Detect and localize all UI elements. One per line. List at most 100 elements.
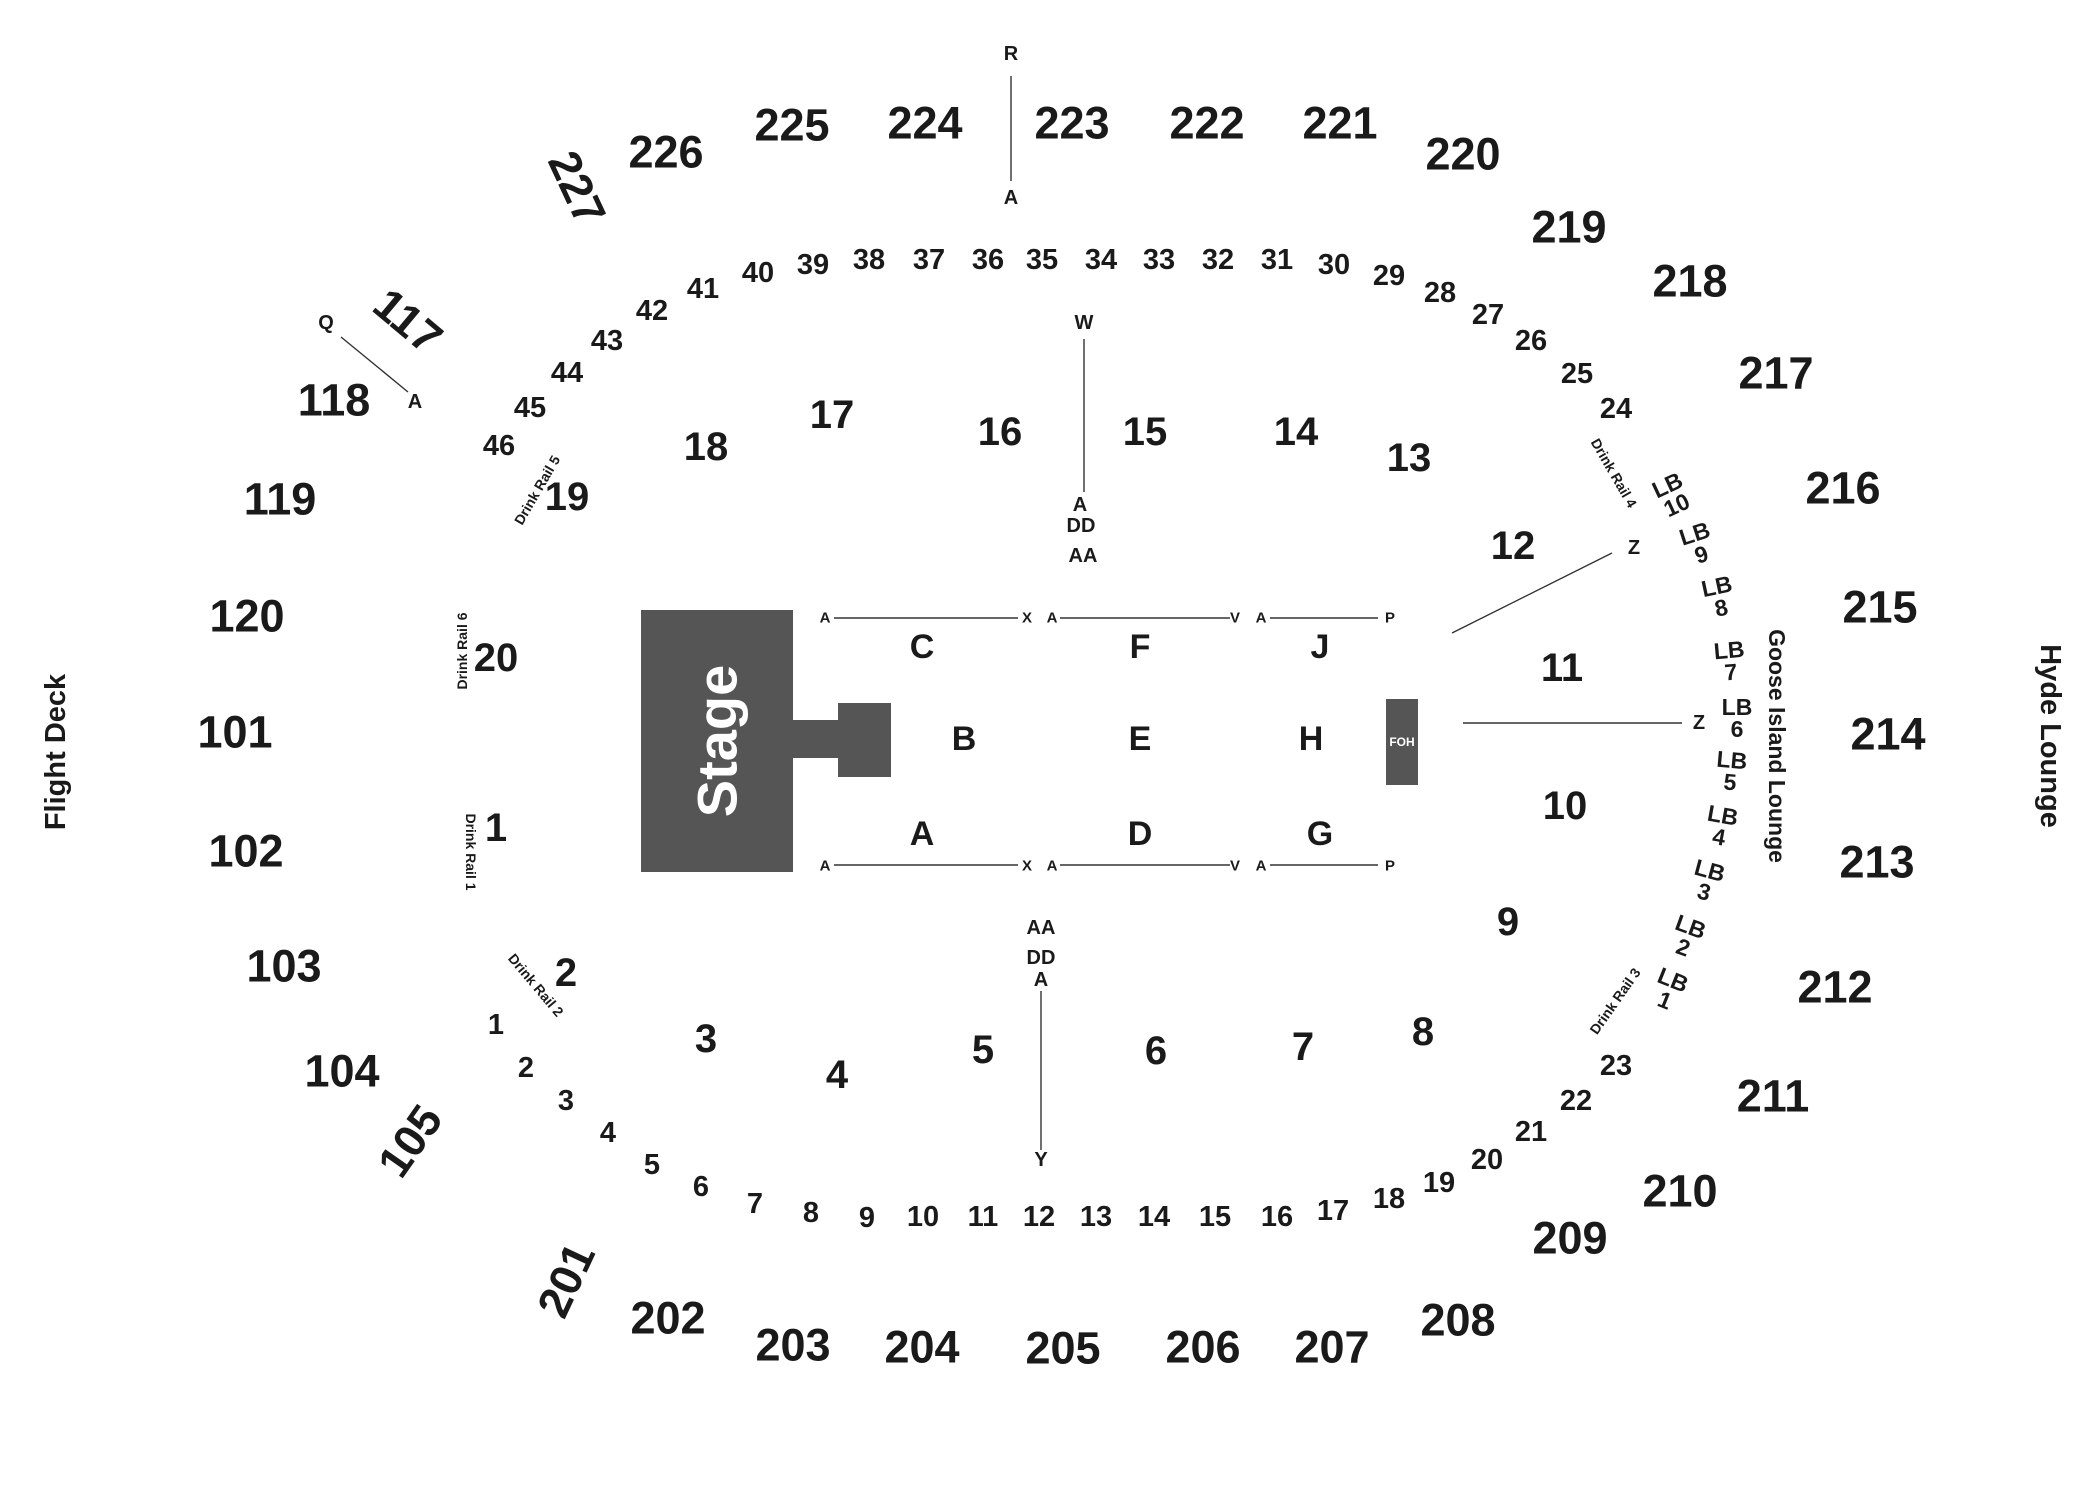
lounge-box[interactable]: LB8: [1699, 570, 1739, 623]
bowl-section[interactable]: 16: [1261, 1201, 1293, 1233]
floor-section[interactable]: 15: [1123, 410, 1168, 454]
section-upper[interactable]: 224: [887, 98, 962, 149]
bowl-section[interactable]: 7: [747, 1188, 763, 1220]
floor-center-section[interactable]: H: [1299, 720, 1324, 758]
floor-section[interactable]: 12: [1491, 524, 1536, 568]
floor-section[interactable]: 19: [545, 475, 590, 519]
floor-section[interactable]: 5: [972, 1028, 994, 1072]
flight-deck-label[interactable]: Flight Deck: [40, 673, 72, 830]
floor-section[interactable]: 16: [978, 410, 1023, 454]
bowl-section[interactable]: 41: [687, 273, 719, 305]
bowl-section[interactable]: 46: [483, 430, 515, 462]
section-upper[interactable]: 222: [1169, 98, 1244, 149]
floor-section[interactable]: 13: [1387, 436, 1432, 480]
bowl-section[interactable]: 37: [913, 244, 945, 276]
bowl-section[interactable]: 39: [797, 249, 829, 281]
bowl-section[interactable]: 35: [1026, 244, 1058, 276]
section-upper[interactable]: 219: [1531, 202, 1606, 253]
floor-section[interactable]: 17: [810, 393, 855, 437]
bowl-section[interactable]: 21: [1515, 1116, 1547, 1148]
section-upper[interactable]: 203: [755, 1320, 830, 1371]
floor-center-section[interactable]: D: [1128, 815, 1153, 853]
section-upper[interactable]: 213: [1839, 837, 1914, 888]
bowl-section[interactable]: 6: [693, 1171, 709, 1203]
bowl-section[interactable]: 11: [968, 1201, 999, 1233]
section-upper[interactable]: 204: [884, 1322, 959, 1373]
bowl-section[interactable]: 15: [1199, 1201, 1231, 1233]
section-lower[interactable]: 120: [209, 591, 284, 642]
bowl-section[interactable]: 12: [1023, 1201, 1055, 1233]
bowl-section[interactable]: 20: [1471, 1144, 1503, 1176]
drink-rail[interactable]: Drink Rail 1: [463, 813, 479, 890]
bowl-section[interactable]: 43: [591, 325, 623, 357]
section-lower[interactable]: 119: [244, 474, 317, 525]
section-upper[interactable]: 218: [1652, 256, 1727, 307]
bowl-section[interactable]: 24: [1600, 393, 1632, 425]
section-lower[interactable]: 118: [298, 375, 371, 426]
section-upper[interactable]: 215: [1842, 582, 1917, 633]
bowl-section[interactable]: 4: [600, 1117, 616, 1149]
floor-section[interactable]: 8: [1412, 1010, 1434, 1054]
section-upper[interactable]: 220: [1425, 129, 1500, 180]
floor-section[interactable]: 9: [1497, 900, 1519, 944]
bowl-section[interactable]: 27: [1472, 299, 1504, 331]
section-upper[interactable]: 227: [538, 143, 616, 233]
section-upper[interactable]: 202: [630, 1293, 705, 1344]
section-upper[interactable]: 217: [1738, 348, 1813, 399]
lounge-box[interactable]: LB1: [1646, 962, 1692, 1018]
floor-section[interactable]: 3: [695, 1017, 717, 1061]
bowl-section[interactable]: 29: [1373, 260, 1405, 292]
section-lower[interactable]: 105: [368, 1096, 453, 1187]
floor-center-section[interactable]: J: [1311, 628, 1330, 666]
floor-section[interactable]: 11: [1541, 646, 1583, 690]
section-upper[interactable]: 226: [628, 127, 703, 178]
floor-section[interactable]: 4: [826, 1053, 849, 1097]
floor-center-section[interactable]: B: [952, 720, 977, 758]
section-upper[interactable]: 208: [1420, 1295, 1495, 1346]
lounge-box[interactable]: LB5: [1714, 746, 1749, 796]
bowl-section[interactable]: 44: [551, 357, 583, 389]
section-lower[interactable]: 117: [364, 278, 452, 364]
bowl-section[interactable]: 17: [1317, 1195, 1349, 1227]
bowl-section[interactable]: 18: [1373, 1183, 1405, 1215]
goose-island-lounge-label[interactable]: Goose Island Lounge: [1764, 629, 1790, 863]
lounge-box[interactable]: LB7: [1713, 636, 1748, 686]
floor-center-section[interactable]: F: [1130, 628, 1151, 666]
bowl-section[interactable]: 19: [1423, 1167, 1455, 1199]
bowl-section[interactable]: 30: [1318, 249, 1350, 281]
bowl-section[interactable]: 40: [742, 257, 774, 289]
bowl-section[interactable]: 14: [1138, 1201, 1170, 1233]
bowl-section[interactable]: 34: [1085, 244, 1117, 276]
section-upper[interactable]: 210: [1642, 1166, 1717, 1217]
bowl-section[interactable]: 8: [803, 1197, 819, 1229]
section-upper[interactable]: 209: [1532, 1213, 1607, 1264]
section-lower[interactable]: 103: [246, 941, 321, 992]
bowl-section[interactable]: 22: [1560, 1085, 1592, 1117]
lounge-box[interactable]: LB10: [1648, 467, 1696, 523]
section-upper[interactable]: 211: [1737, 1071, 1810, 1122]
drink-rail[interactable]: Drink Rail 6: [454, 612, 470, 689]
bowl-section[interactable]: 33: [1143, 244, 1175, 276]
bowl-section[interactable]: 26: [1515, 325, 1547, 357]
section-upper[interactable]: 201: [527, 1235, 605, 1325]
section-upper[interactable]: 207: [1294, 1322, 1369, 1373]
floor-section[interactable]: 18: [684, 425, 729, 469]
floor-center-section[interactable]: A: [910, 815, 935, 853]
floor-section[interactable]: 7: [1292, 1025, 1314, 1069]
lounge-box[interactable]: LB3: [1686, 854, 1728, 908]
bowl-section[interactable]: 1: [488, 1009, 504, 1041]
section-upper[interactable]: 212: [1797, 962, 1872, 1013]
section-upper[interactable]: 223: [1034, 98, 1109, 149]
bowl-section[interactable]: 23: [1600, 1050, 1632, 1082]
section-upper[interactable]: 221: [1302, 98, 1377, 149]
section-upper[interactable]: 214: [1850, 709, 1925, 760]
floor-section[interactable]: 10: [1543, 784, 1588, 828]
bowl-section[interactable]: 28: [1424, 277, 1456, 309]
bowl-section[interactable]: 31: [1261, 244, 1293, 276]
bowl-section[interactable]: 3: [558, 1085, 574, 1117]
section-upper[interactable]: 225: [754, 100, 829, 151]
drink-rail[interactable]: Drink Rail 4: [1588, 436, 1640, 511]
drink-rail[interactable]: Drink Rail 3: [1586, 965, 1643, 1037]
floor-section[interactable]: 6: [1145, 1029, 1167, 1073]
